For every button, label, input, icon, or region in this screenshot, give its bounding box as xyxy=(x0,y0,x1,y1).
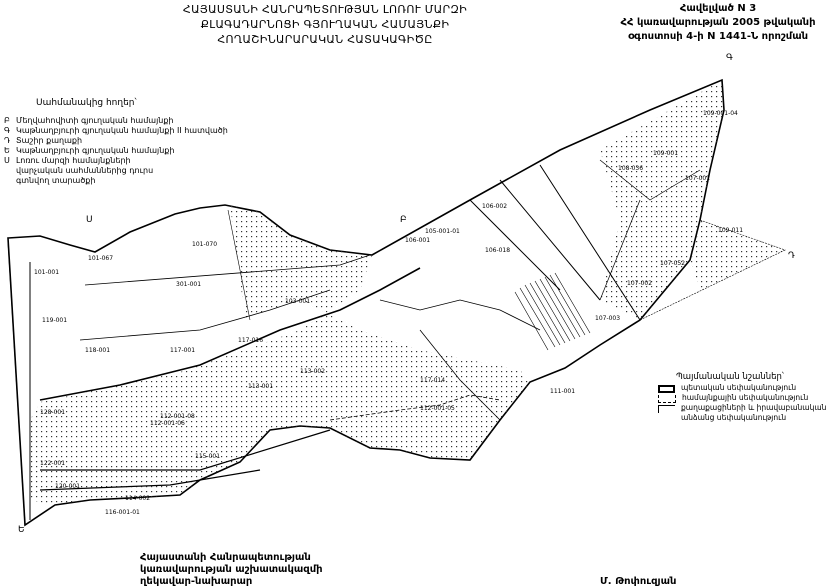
boundary-point-label: Դ xyxy=(788,251,795,261)
position-line: կառավարության աշխատակազմի xyxy=(140,564,323,575)
title-line: ՀՈՂԱՇԻՆԱՐԱՐԱԿԱՆ ՀԱՏԱԿԱԳԻԾԸ xyxy=(217,33,433,46)
legend-item: պետական սեփականություն xyxy=(658,383,836,393)
parcel-label: 109-001 xyxy=(653,150,678,157)
parcel-label: 113-001 xyxy=(248,383,273,390)
community-swatch xyxy=(658,395,676,403)
parcel-label: 119-001 xyxy=(42,317,67,324)
legend-title: Պայմանական նշաններ՝ xyxy=(676,372,784,382)
parcel-label: 107-002 xyxy=(627,280,652,287)
legend-text: պետական սեփականություն xyxy=(681,383,797,392)
legend-item: Գ Կաթնաղբյուրի գյուղական համայնքի II հատվ… xyxy=(4,126,250,136)
parcel-label: 118-001 xyxy=(85,347,110,354)
parcel-label: 106-001 xyxy=(405,237,430,244)
legend-key: Դ xyxy=(4,136,11,145)
document-title: ՀԱՅԱՍՏԱՆԻ ՀԱՆՐԱՊԵՏՈՒԹՅԱՆ ԼՈՌՈՒ ՄԱՐԶԻ ՔԼԱ… xyxy=(180,2,470,47)
parcel-label: 113-002 xyxy=(300,368,325,375)
private-swatch xyxy=(658,405,675,413)
approval-note: Հավելված N 3 ՀՀ կառավարության 2005 թվակա… xyxy=(600,2,836,44)
dotted-zone-e xyxy=(690,220,785,290)
legend-text: համայնքային սեփականություն xyxy=(682,393,809,402)
parcel-label: 106-002 xyxy=(482,203,507,210)
legend-text: Լոռու մարզի համայնքների վարչական սահմանն… xyxy=(16,156,154,185)
approval-line: ՀՀ կառավարության 2005 թվականի xyxy=(620,17,816,28)
legend-text: Տաշիր քաղաքի xyxy=(16,136,83,145)
legend-key: Ս xyxy=(4,156,10,165)
conventional-signs-legend: Պայմանական նշաններ՝ պետական սեփականությո… xyxy=(658,372,836,423)
legend-title: Սահմանակից հողեր՝ xyxy=(36,98,137,108)
parcel-label: 120-001 xyxy=(55,483,80,490)
parcel-label: 107-052 xyxy=(660,260,685,267)
position-line: ղեկավար-նախարար xyxy=(140,576,253,587)
approval-line: օգոստոսի 4-ի N 1441-Ն որոշման xyxy=(627,31,809,42)
parcel-label: 107-001 xyxy=(685,175,710,182)
parcel-label: 117-016 xyxy=(238,337,263,344)
parcel-label: 112-001-06 xyxy=(150,420,185,427)
parcel-label: 111-001 xyxy=(550,388,575,395)
legend-item: Դ Տաշիր քաղաքի xyxy=(4,136,250,146)
parcel-label: 107-003 xyxy=(595,315,620,322)
parcel-lines xyxy=(7,159,786,526)
position-line: Հայաստանի Հանրապետության xyxy=(140,552,311,563)
parcel-label: 101-067 xyxy=(88,255,113,262)
adjacent-lands-legend: Սահմանակից հողեր՝ Բ Մեղվահովիտի գյուղական… xyxy=(0,98,250,186)
parcel-label: 117-014 xyxy=(420,377,445,384)
legend-text: Կաթնաղբյուրի գյուղական համայնքի II հատվա… xyxy=(16,126,228,135)
legend-text: քաղաքացիների և իրավաբանական անձանց սեփակ… xyxy=(681,403,827,422)
parcel-label: 105-001-01 xyxy=(425,228,460,235)
legend-key: Ե xyxy=(4,146,10,155)
parcel-label: 109-011 xyxy=(718,227,743,234)
parcel-label: 103-001 xyxy=(285,298,310,305)
parcel-label: 114-002 xyxy=(125,495,150,502)
parcel-label: 128-001 xyxy=(40,409,65,416)
legend-item: քաղաքացիների և իրավաբանական անձանց սեփակ… xyxy=(658,403,836,423)
title-line: ՔԼԱԳԱԴԱՐՆՈՑԻ ԳՅՈՒՂԱԿԱՆ ՀԱՄԱՅՆՔԻ xyxy=(200,18,450,31)
parcel-label: 106-018 xyxy=(485,247,510,254)
legend-key: Գ xyxy=(4,126,11,135)
legend-item: Բ Մեղվահովիտի գյուղական համայնքի xyxy=(4,116,250,126)
boundary-point-label: Բ xyxy=(400,215,407,225)
parcel-label: 117-001 xyxy=(170,347,195,354)
state-swatch xyxy=(658,385,675,393)
dotted-zone-ne xyxy=(600,80,724,320)
legend-item: Ս Լոռու մարզի համայնքների վարչական սահման… xyxy=(4,156,250,186)
parcel-label: 112-001-08 xyxy=(160,413,195,420)
dotted-zone xyxy=(30,205,530,505)
annex-number: Հավելված N 3 xyxy=(679,3,757,14)
hatched-zone xyxy=(514,272,591,351)
parcel-label: 108-036 xyxy=(618,165,643,172)
legend-item: համայնքային սեփականություն xyxy=(658,393,836,403)
parcel-label: 122-001 xyxy=(40,460,65,467)
boundary-point-label: Գ xyxy=(726,53,733,63)
legend-item: Ե Կաթնաղբյուրի գյուղական համայնքի xyxy=(4,146,250,156)
legend-text: Կաթնաղբյուրի գյուղական համայնքի xyxy=(16,146,175,155)
parcel-label: 112-001-05 xyxy=(420,405,455,412)
parcel-label: 115-001 xyxy=(195,453,220,460)
boundary-point-label: Ե xyxy=(18,525,25,535)
parcel-label: 101-070 xyxy=(192,241,217,248)
signatory-name: Մ. Թոփուզյան xyxy=(600,576,677,587)
legend-key: Բ xyxy=(4,116,10,125)
title-line: ՀԱՅԱՍՏԱՆԻ ՀԱՆՐԱՊԵՏՈՒԹՅԱՆ ԼՈՌՈՒ ՄԱՐԶԻ xyxy=(182,3,468,16)
parcel-label: 301-001 xyxy=(176,281,201,288)
legend-text: Մեղվահովիտի գյուղական համայնքի xyxy=(16,116,174,125)
parcel-label: 109-001-04 xyxy=(703,110,738,117)
signatory-position: Հայաստանի Հանրապետության կառավարության ա… xyxy=(140,552,323,588)
boundary-point-label: Ս xyxy=(86,215,93,225)
parcel-label: 101-001 xyxy=(34,269,59,276)
parcel-label: 116-001-01 xyxy=(105,509,140,516)
